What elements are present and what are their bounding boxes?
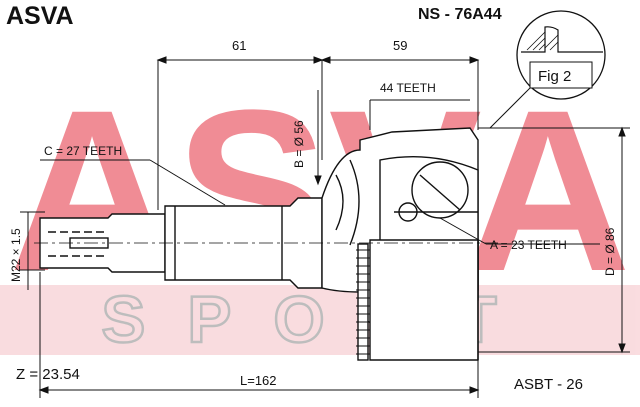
part-number: NS - 76A44 [418, 6, 502, 23]
dimension-lines-top [156, 56, 480, 210]
dim-overall-length: L=162 [240, 373, 277, 388]
dim-right-length: 59 [393, 38, 407, 53]
z-value: Z = 23.54 [16, 366, 80, 383]
cv-joint-drawing [39, 127, 479, 361]
dim-left-length: 61 [232, 38, 246, 53]
dim-thread: M22 × 1.5 [9, 228, 23, 282]
dim-spline-c: C = 27 TEETH [44, 144, 122, 158]
brand-logo: ASVA [6, 2, 74, 30]
fig2-label: Fig 2 [538, 68, 571, 85]
dim-spline-a: A = 23 TEETH [490, 238, 567, 252]
catalog-code: ASBT - 26 [514, 376, 583, 393]
fig2-detail: Fig 2 [489, 10, 606, 129]
abs-ring-teeth [356, 249, 370, 355]
dim-diameter-d: D = Ø 86 [603, 227, 617, 276]
dim-diameter-b: B = Ø 56 [292, 120, 306, 168]
watermark-band [0, 285, 640, 355]
dim-teeth-outer: 44 TEETH [380, 81, 436, 95]
watermark: ASVA [0, 62, 640, 355]
